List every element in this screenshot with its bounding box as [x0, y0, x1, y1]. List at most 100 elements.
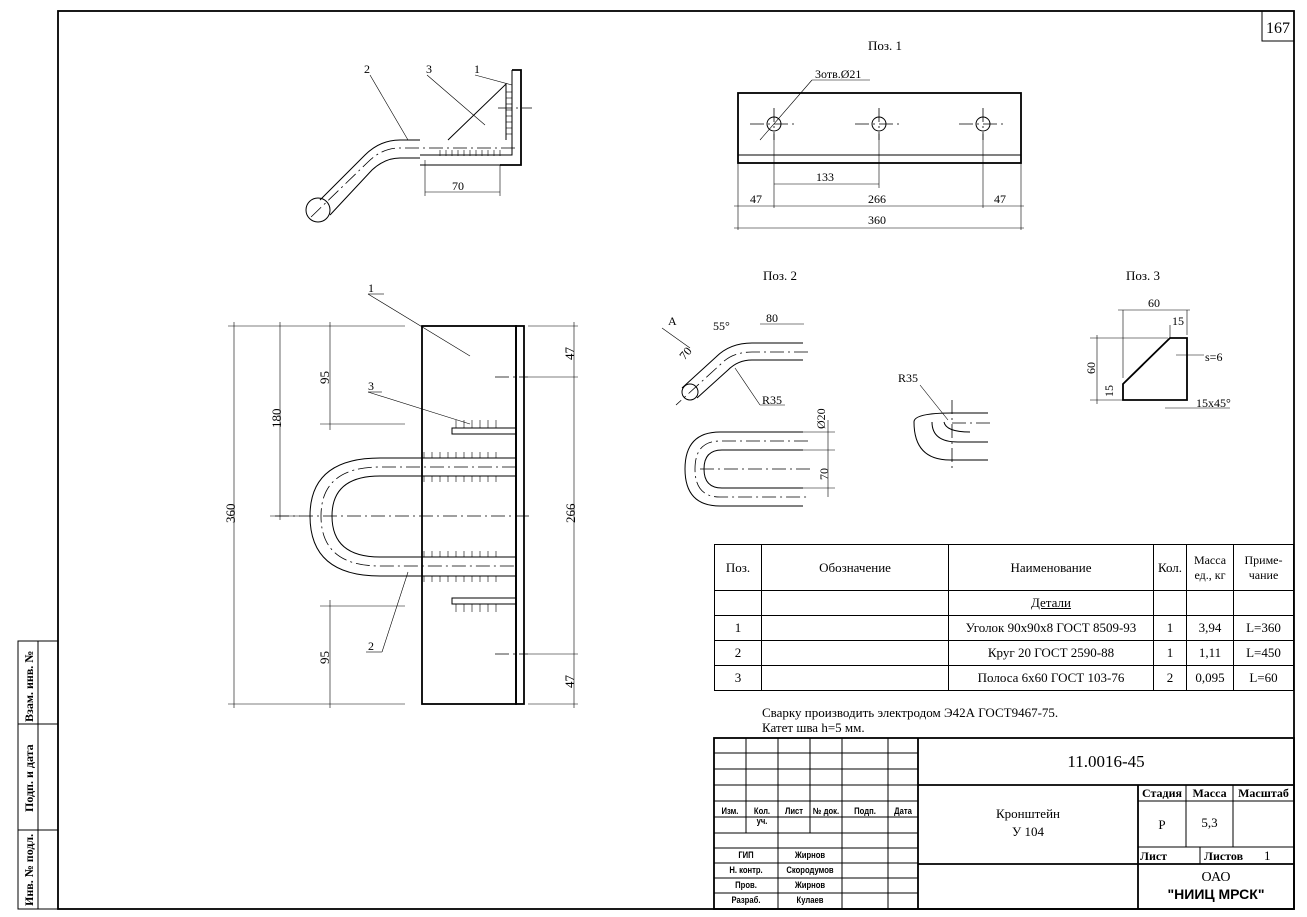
front-view: 360 180 95 95 47 266 47 1 3 2 [223, 281, 578, 708]
pos2-dim-55: 55° [713, 319, 730, 333]
col-kol-uch: Кол. уч. [753, 806, 771, 826]
stamp-inv-replace: Взам. инв. № [22, 650, 36, 722]
sheet-number-box [1261, 10, 1295, 42]
spec-cell-pos: 1 [714, 615, 762, 641]
role-razrab: Разраб. [731, 895, 761, 905]
dim-95-lower: 95 [317, 651, 332, 664]
spec-cell-name: Полоса 6x60 ГОСТ 103-76 [948, 665, 1154, 691]
spec-cell-name: Уголок 90x90x8 ГОСТ 8509-93 [948, 615, 1154, 641]
pos3-dim-15x45: 15x45° [1196, 396, 1231, 410]
org-line1: ОАО [1201, 870, 1231, 885]
spec-cell-qty: 1 [1153, 615, 1187, 641]
callout-2-front: 2 [368, 639, 374, 653]
stamp-sign-date: Подп. и дата [22, 744, 36, 812]
callout-3-front: 3 [368, 379, 374, 393]
pos3-dim-s6: s=6 [1205, 350, 1222, 364]
pos2-dim-70: 70 [676, 344, 694, 362]
dim-133: 133 [816, 170, 834, 184]
spec-cell-designation [761, 665, 949, 691]
pos3-title: Поз. 3 [1126, 268, 1160, 283]
title-line2: У 104 [1012, 824, 1044, 839]
pos2-dim-70b: 70 [817, 468, 831, 480]
spec-header-note: Приме- чание [1233, 544, 1294, 591]
pos3-dim-60-top: 60 [1148, 296, 1160, 310]
name-gip: Жирнов [794, 850, 826, 860]
pos2-dim-R35: R35 [762, 393, 782, 407]
pos2-label-A: A [668, 314, 677, 328]
u-end-view: R35 [898, 371, 990, 470]
side-view-top: 70 2 3 1 [305, 62, 532, 223]
dim-360-pos1: 360 [868, 213, 886, 227]
dim-95-upper: 95 [317, 371, 332, 384]
pos3-dim-15-top: 15 [1172, 314, 1184, 328]
org-line2: "НИИЦ МРСК" [1167, 886, 1265, 902]
note-welding: Сварку производить электродом Э42А ГОСТ9… [762, 705, 1059, 720]
sheet-label: Лист [1140, 849, 1168, 863]
specification-table: Поз. Обозначение Наименование Кол. Масса… [714, 544, 1294, 691]
sheets-value: 1 [1264, 848, 1271, 863]
pos3-dim-60-side: 60 [1084, 362, 1098, 374]
spec-cell-pos: 3 [714, 665, 762, 691]
u-end-dim-R35: R35 [898, 371, 918, 385]
spec-section-label: Детали [948, 590, 1154, 616]
name-razrab: Кулаев [796, 895, 824, 905]
pos1-view: Поз. 1 3отв.Ø21 133 47 266 47 360 [734, 38, 1024, 230]
table-row: 3 Полоса 6x60 ГОСТ 103-76 2 0,095 L=60 [714, 665, 1294, 691]
pos3-view: Поз. 3 60 15 60 15 s=6 15x45° [1084, 268, 1231, 410]
table-row: 2 Круг 20 ГОСТ 2590-88 1 1,11 L=450 [714, 640, 1294, 666]
pos3-dim-15-side: 15 [1102, 385, 1116, 397]
name-nkontr: Скородумов [786, 865, 834, 875]
dim-180-front: 180 [269, 409, 284, 429]
spec-cell-designation [761, 615, 949, 641]
role-gip: ГИП [738, 850, 754, 860]
note-weld-leg: Катет шва h=5 мм. [762, 720, 865, 735]
sheet-number: 167 [1266, 20, 1290, 37]
mass-label: Масса [1192, 786, 1227, 800]
dim-360-front: 360 [223, 504, 238, 524]
dim-47-right: 47 [994, 192, 1006, 206]
dim-70-top: 70 [452, 179, 464, 193]
mass-value: 5,3 [1201, 815, 1218, 830]
pos1-holes-label: 3отв.Ø21 [815, 67, 861, 81]
col-podp: Подп. [854, 806, 876, 816]
callout-1-front: 1 [368, 281, 374, 295]
spec-cell-mass: 3,94 [1186, 615, 1234, 641]
callout-2-top: 2 [364, 62, 370, 76]
col-list: Лист [784, 806, 804, 816]
spec-cell-mass: 0,095 [1186, 665, 1234, 691]
doc-number: 11.0016-45 [1067, 752, 1145, 771]
col-izm: Изм. [721, 806, 739, 816]
spec-cell-note: L=450 [1233, 640, 1294, 666]
pos2-view: Поз. 2 A 70 55° 80 R35 Ø20 70 [661, 268, 835, 507]
dim-47-left: 47 [750, 192, 762, 206]
title-line1: Кронштейн [995, 806, 1060, 821]
spec-header-qty: Кол. [1153, 544, 1187, 591]
sheets-label: Листов [1204, 849, 1244, 863]
spec-cell-qty: 2 [1153, 665, 1187, 691]
spec-header-designation: Обозначение [761, 544, 949, 591]
spec-header-pos: Поз. [714, 544, 762, 591]
spec-cell-mass: 1,11 [1186, 640, 1234, 666]
dim-266-front: 266 [563, 503, 578, 523]
stage-label: Стадия [1141, 786, 1183, 800]
pos1-title: Поз. 1 [868, 38, 902, 53]
spec-cell-qty: 1 [1153, 640, 1187, 666]
col-doc: № док. [812, 806, 840, 816]
dim-266-pos1: 266 [868, 192, 886, 206]
callout-1-top: 1 [474, 62, 480, 76]
sheet-frame [57, 10, 1295, 910]
name-prov: Жирнов [794, 880, 826, 890]
spec-cell-pos: 2 [714, 640, 762, 666]
pos2-title: Поз. 2 [763, 268, 797, 283]
spec-cell-designation [761, 640, 949, 666]
callout-3-top: 3 [426, 62, 432, 76]
stamp-inv-orig: Инв. № подл. [22, 833, 36, 906]
table-row: 1 Уголок 90x90x8 ГОСТ 8509-93 1 3,94 L=3… [714, 615, 1294, 641]
scale-label: Масштаб [1238, 786, 1289, 800]
pos2-dim-D20: Ø20 [814, 408, 828, 429]
spec-header-name: Наименование [948, 544, 1154, 591]
spec-cell-name: Круг 20 ГОСТ 2590-88 [948, 640, 1154, 666]
dim-47-lower: 47 [562, 675, 577, 689]
stage-value: Р [1158, 817, 1166, 832]
